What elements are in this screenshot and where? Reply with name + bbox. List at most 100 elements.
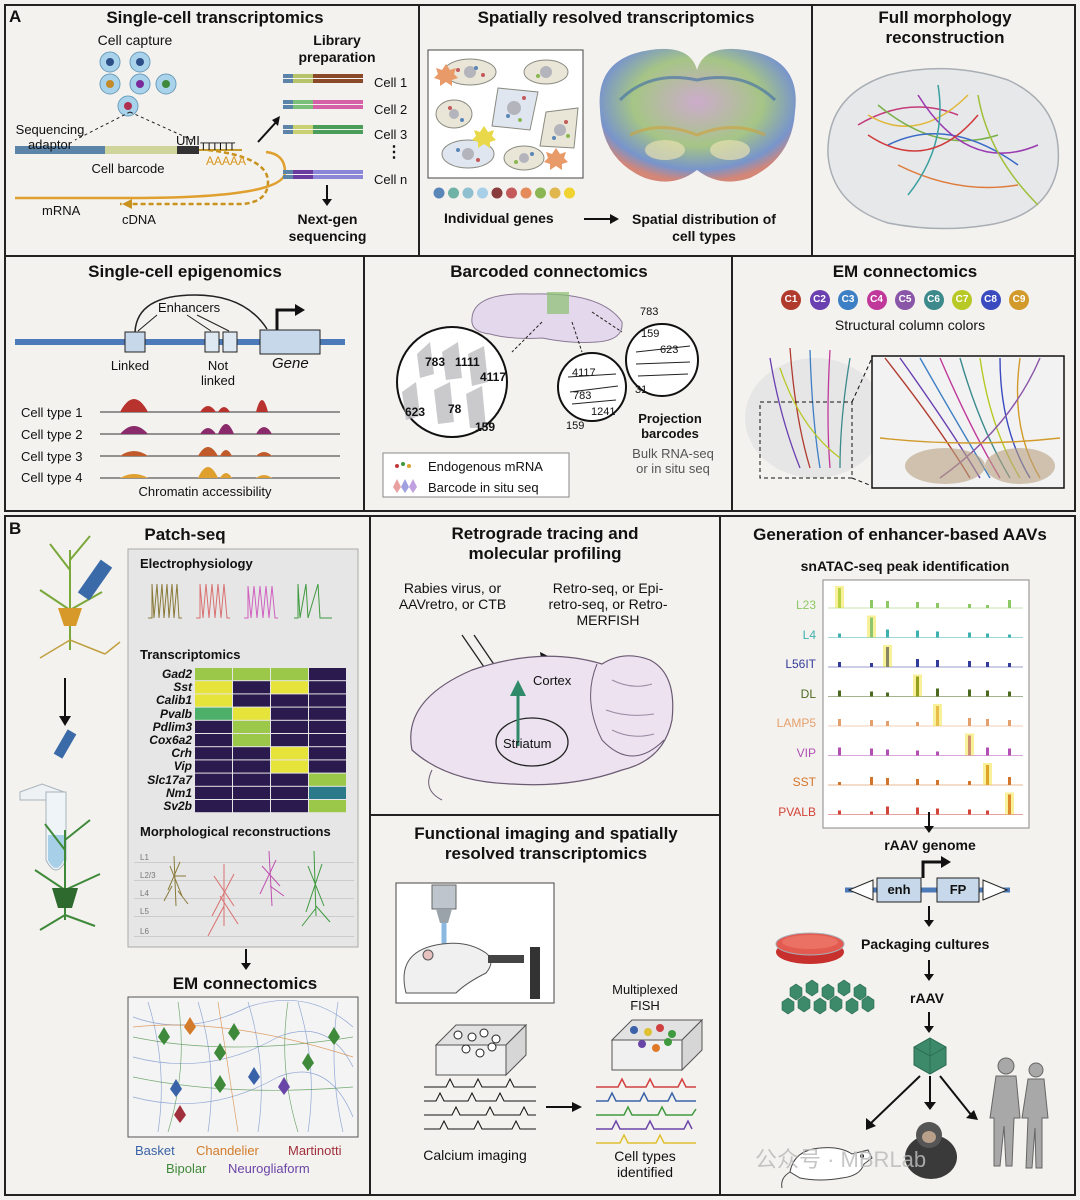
em-b-image xyxy=(128,997,360,1139)
raav-label: rAAV xyxy=(910,991,944,1006)
heatmap-cell xyxy=(309,800,346,812)
ephys-traces xyxy=(148,578,363,628)
track-peak xyxy=(936,780,939,785)
track-peak xyxy=(968,718,971,726)
track-peak xyxy=(1008,600,1011,608)
patchseq-title: Patch-seq xyxy=(125,525,245,545)
track-peak xyxy=(870,777,873,785)
track-peak xyxy=(870,812,873,815)
cell-types-identified-label: Cell types identified xyxy=(600,1148,690,1180)
heatmap-cell xyxy=(271,787,308,799)
track-peak xyxy=(886,630,889,638)
track-peak xyxy=(886,721,889,726)
heatmap-cell xyxy=(233,800,270,812)
heatmap-cell xyxy=(233,734,270,746)
heatmap-cell xyxy=(195,787,232,799)
heatmap-cell xyxy=(195,800,232,812)
human-silhouettes xyxy=(986,1056,1056,1186)
atac-peak-tracks xyxy=(828,586,1028,826)
imaging-cubes xyxy=(396,995,696,1170)
track-peak xyxy=(1008,635,1011,638)
gene-label-pdlim3: Pdlim3 xyxy=(130,721,192,734)
track-peak xyxy=(886,750,889,756)
snatac-label: snATAC-seq peak identification xyxy=(740,559,1070,574)
track-peak xyxy=(916,751,919,756)
track-label-sst: SST xyxy=(756,775,816,789)
heatmap-cell xyxy=(233,787,270,799)
genome-to-packaging-arrow xyxy=(923,906,935,928)
track-peak xyxy=(936,632,939,638)
morphological-label: Morphological reconstructions xyxy=(140,824,331,839)
track-peak xyxy=(870,749,873,756)
track-peak xyxy=(936,809,939,815)
em-b-title: EM connectomics xyxy=(150,974,340,994)
track-peak xyxy=(838,748,841,756)
heatmap-cell xyxy=(195,708,232,720)
track-peak xyxy=(838,691,841,697)
watermark: 公众号 · MBRLab xyxy=(755,1142,926,1174)
track-peak xyxy=(916,631,919,638)
heatmap-cell xyxy=(271,668,308,680)
track-peak xyxy=(870,663,873,667)
heatmap-cell xyxy=(233,708,270,720)
track-highlight xyxy=(867,616,876,638)
heatmap-cell xyxy=(233,681,270,693)
track-peak xyxy=(870,600,873,608)
fp-label: FP xyxy=(937,882,979,897)
heatmap-cell xyxy=(271,747,308,759)
track-highlight xyxy=(933,704,942,726)
heatmap-cell xyxy=(233,721,270,733)
atac-to-genome-arrow xyxy=(923,812,935,834)
track-peak xyxy=(886,693,889,697)
track-peak xyxy=(936,752,939,756)
track-highlight xyxy=(883,645,892,667)
heatmap-cell xyxy=(195,747,232,759)
cortex-label: Cortex xyxy=(533,673,571,688)
gene-label-pvalb: Pvalb xyxy=(130,708,192,721)
track-label-lamp5: LAMP5 xyxy=(756,716,816,730)
track-peak xyxy=(838,634,841,638)
track-peak xyxy=(838,782,841,785)
heatmap-cell xyxy=(271,774,308,786)
track-peak xyxy=(968,781,971,785)
track-peak xyxy=(986,748,989,756)
track-highlight xyxy=(983,763,992,785)
enh-label: enh xyxy=(877,882,921,897)
gene-label-sst: Sst xyxy=(130,681,192,694)
heatmap-cell xyxy=(309,787,346,799)
track-label-l23: L23 xyxy=(756,598,816,612)
track-peak xyxy=(886,601,889,608)
functional-title: Functional imaging and spatially resolve… xyxy=(384,824,708,864)
retrograde-right-label: Retro-seq, or Epi-retro-seq, or Retro-ME… xyxy=(538,580,678,628)
track-label-vip: VIP xyxy=(756,746,816,760)
track-peak xyxy=(1008,692,1011,697)
track-peak xyxy=(916,722,919,726)
track-peak xyxy=(986,811,989,815)
retrograde-left-label: Rabies virus, or AAVretro, or CTB xyxy=(390,580,515,612)
packaging-label: Packaging cultures xyxy=(861,937,989,952)
track-peak xyxy=(986,662,989,667)
track-peak xyxy=(870,692,873,697)
raav-to-particle-arrow xyxy=(923,1012,935,1034)
track-peak xyxy=(838,662,841,667)
track-highlight xyxy=(965,734,974,756)
track-peak xyxy=(838,811,841,815)
track-peak xyxy=(838,719,841,726)
track-highlight xyxy=(913,675,922,697)
track-label-dl: DL xyxy=(756,687,816,701)
heatmap-cell xyxy=(309,668,346,680)
heatmap-cell xyxy=(233,774,270,786)
track-label-l56it: L56IT xyxy=(756,657,816,671)
track-peak xyxy=(986,634,989,638)
track-peak xyxy=(986,691,989,697)
track-label-pvalb: PVALB xyxy=(756,805,816,819)
track-peak xyxy=(968,661,971,667)
heatmap-cell xyxy=(233,747,270,759)
heatmap-cell xyxy=(309,734,346,746)
mouse-rig xyxy=(396,883,566,1005)
raav-genome-label: rAAV genome xyxy=(860,838,1000,853)
calcium-imaging-label: Calcium imaging xyxy=(410,1148,540,1163)
transcriptomics-label: Transcriptomics xyxy=(140,647,240,662)
